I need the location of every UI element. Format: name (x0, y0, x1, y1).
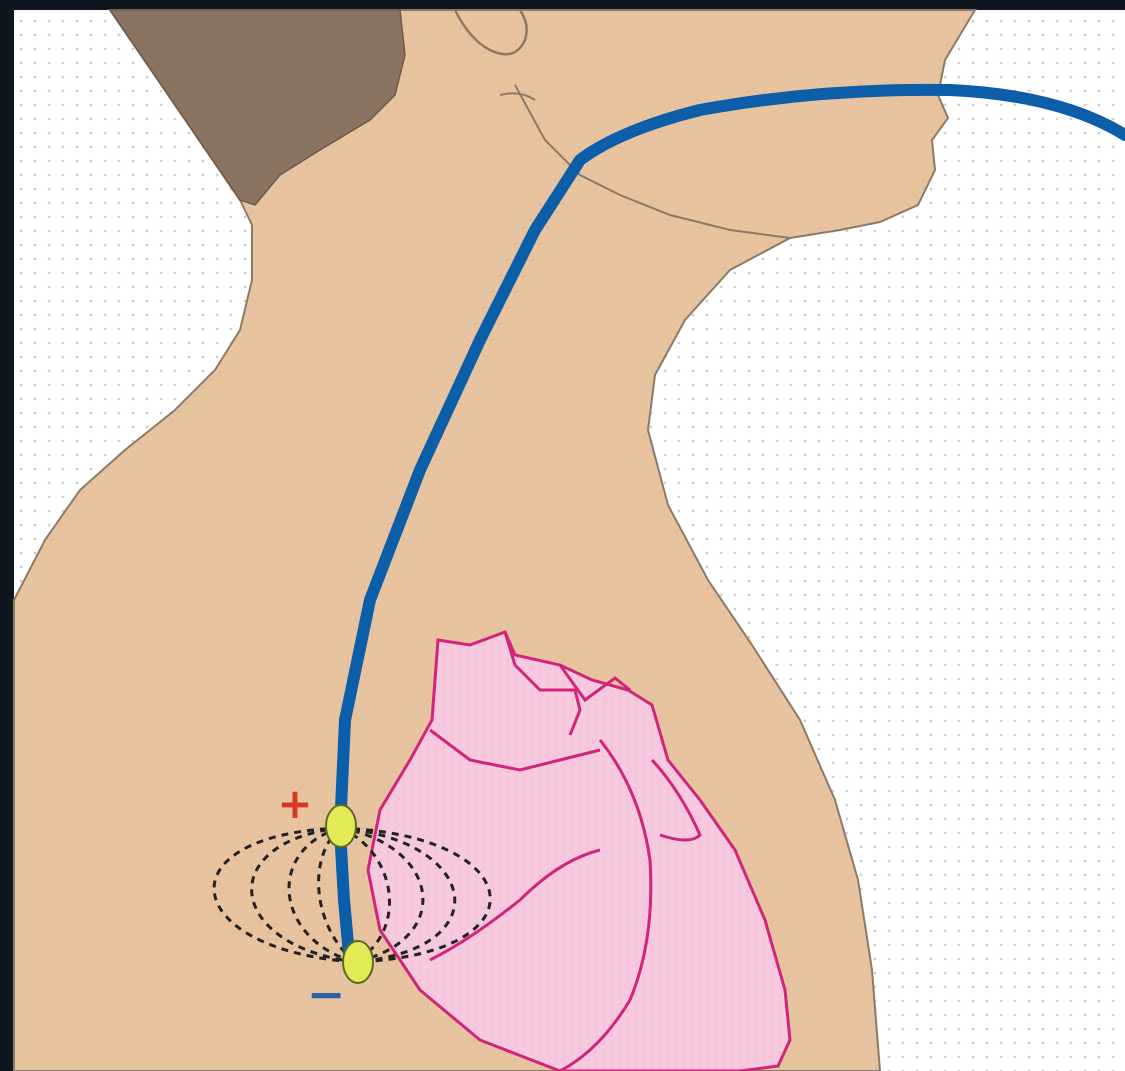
negative-electrode (343, 941, 373, 983)
negative-sign-label: − (307, 967, 346, 1021)
positive-sign-label: + (277, 779, 312, 828)
positive-electrode (326, 805, 356, 847)
